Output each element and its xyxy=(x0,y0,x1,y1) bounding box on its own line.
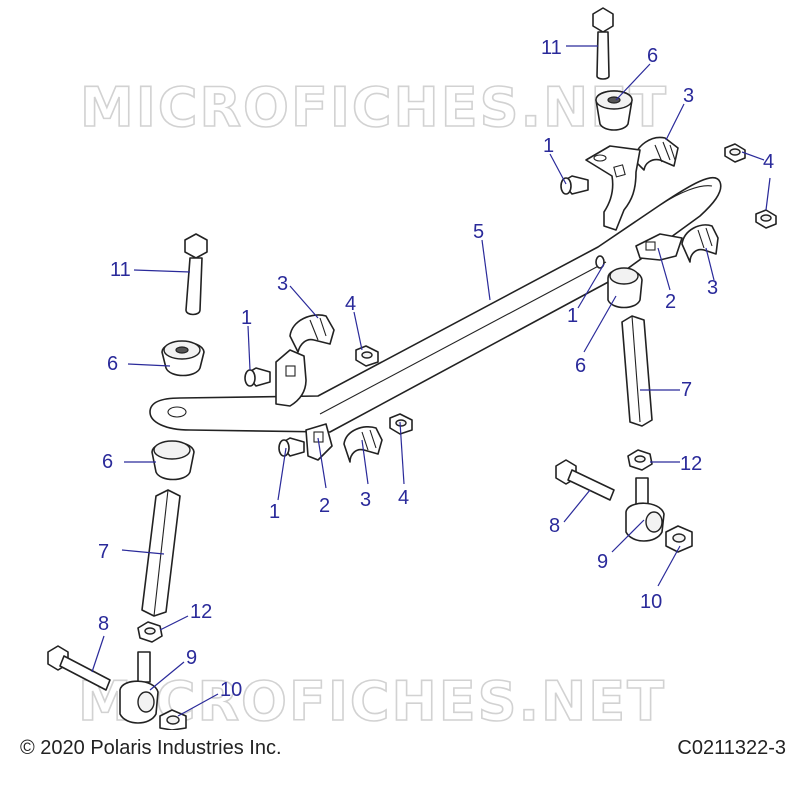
copyright-notice: © 2020 Polaris Industries Inc. xyxy=(20,737,282,759)
ball-joint-9-left xyxy=(119,651,159,724)
nut-4-left-upper xyxy=(355,345,379,367)
callout-nut-4-upper-right-a: 4 xyxy=(763,151,774,173)
stabilizer-bar-exploded-diagram: MICROFICHES.NET MICROFICHES.NET xyxy=(47,7,777,730)
callout-bushing-6-lower-left: 6 xyxy=(102,451,113,473)
callout-bushing-6-upper-right: 6 xyxy=(647,45,658,67)
callout-bolt-1-upper-right: 1 xyxy=(543,135,554,157)
bolt-11-right xyxy=(592,7,614,80)
callout-ball-joint-9-right: 9 xyxy=(597,551,608,573)
callout-bolt-1-right-lower: 1 xyxy=(567,305,578,327)
callout-bushing-6-upper-left: 6 xyxy=(107,353,118,375)
watermark-top: MICROFICHES.NET xyxy=(80,76,668,139)
callout-bolt-1-left-lower: 1 xyxy=(269,501,280,523)
callout-clamp-3-left-upper: 3 xyxy=(277,273,288,295)
callout-bolt-8-right: 8 xyxy=(549,515,560,537)
figure-id: C0211322-3 xyxy=(677,737,786,759)
bracket-2-upper-right xyxy=(585,145,641,231)
callout-clamp-3-left-lower: 3 xyxy=(360,489,371,511)
nut-4-left-lower xyxy=(389,413,413,435)
callout-bolt-11-right: 11 xyxy=(541,37,562,59)
bushing-6-right xyxy=(607,267,643,309)
bolt-1-left-lower xyxy=(278,437,305,457)
clamp-3-right-lower xyxy=(681,224,719,263)
bolt-1-upper-right xyxy=(560,175,589,195)
callout-clamp-3-upper-right: 3 xyxy=(683,85,694,107)
bolt-1-right-lower xyxy=(595,255,605,269)
link-7-left xyxy=(141,489,181,617)
nut-4-upper-right xyxy=(724,143,777,229)
callout-nut-10-left: 10 xyxy=(220,679,242,701)
callout-clamp-3-right-lower: 3 xyxy=(707,277,718,299)
stabilizer-bar xyxy=(149,176,722,433)
callout-bolt-11-left: 11 xyxy=(110,259,131,281)
callout-nut-10-right: 10 xyxy=(640,591,662,613)
callout-bolt-1-left-upper: 1 xyxy=(241,307,252,329)
ball-joint-9-right xyxy=(625,477,665,542)
callout-nut-4-left-lower: 4 xyxy=(398,487,409,509)
callout-ball-joint-9-left: 9 xyxy=(186,647,197,669)
bolt-8-left xyxy=(47,645,111,691)
bolt-1-left-upper xyxy=(244,367,271,387)
callout-nut-12-right: 12 xyxy=(680,453,702,475)
bolt-11-left xyxy=(184,233,208,316)
bracket-2-right-lower xyxy=(635,233,683,261)
callout-link-7-right: 7 xyxy=(681,379,692,401)
callout-stabilizer-bar-5: 5 xyxy=(473,221,484,243)
nut-12-left xyxy=(137,621,163,643)
bolt-8-right xyxy=(555,459,615,501)
bushing-6-lower-left xyxy=(151,440,195,481)
leader-lines xyxy=(91,45,771,717)
callout-bracket-2-left-lower: 2 xyxy=(319,495,330,517)
bracket-2-left-upper xyxy=(275,349,307,407)
callout-bushing-6-right: 6 xyxy=(575,355,586,377)
callout-nut-12-left: 12 xyxy=(190,601,212,623)
callout-link-7-left: 7 xyxy=(98,541,109,563)
clamp-3-upper-right xyxy=(633,136,679,171)
link-7-right xyxy=(621,315,653,427)
nut-12-right xyxy=(627,449,653,471)
bushing-6-upper-right xyxy=(595,90,633,131)
clamp-3-left-upper xyxy=(289,314,335,353)
callout-bracket-2-right: 2 xyxy=(665,291,676,313)
callout-numbers: 11 6 3 1 4 4 5 11 3 4 1 6 2 3 1 6 7 6 1 … xyxy=(98,37,774,701)
bushing-6-upper-left xyxy=(161,340,205,377)
callout-bolt-8-left: 8 xyxy=(98,613,109,635)
callout-nut-4-left-upper: 4 xyxy=(345,293,356,315)
nut-10-right xyxy=(665,525,693,553)
